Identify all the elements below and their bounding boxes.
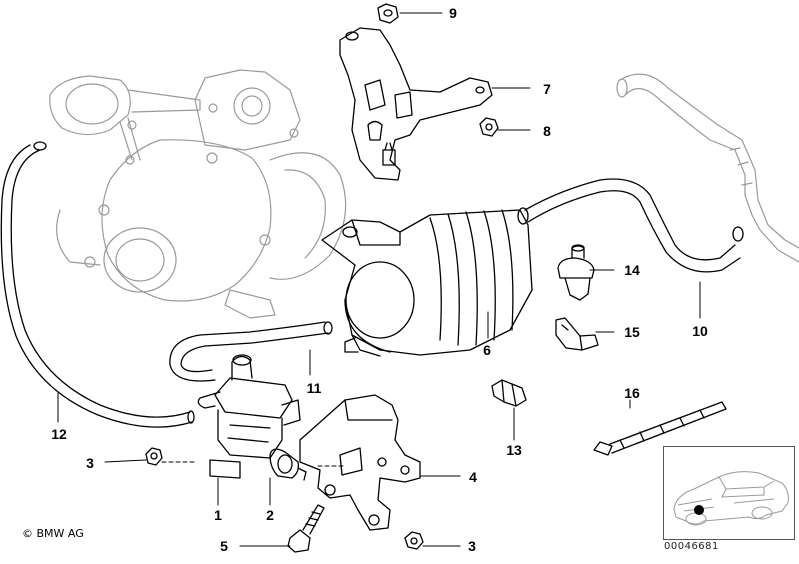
cable-tie-16	[593, 401, 727, 456]
expanding-rivet-14	[557, 244, 595, 301]
vacuum-hose-11	[169, 321, 333, 382]
callout-14: 14	[624, 262, 640, 278]
hose-holder-15	[555, 317, 599, 351]
callout-6: 6	[483, 342, 491, 358]
callout-9: 9	[449, 5, 457, 21]
vacuum-reservoir	[321, 207, 533, 357]
callout-3-bottom: 3	[468, 538, 476, 554]
copyright-notice: © BMW AG	[22, 527, 84, 540]
callout-13: 13	[506, 442, 522, 458]
callout-11: 11	[306, 380, 322, 396]
callout-7: 7	[543, 81, 551, 97]
document-number: 00046681	[664, 541, 719, 552]
callout-15: 15	[624, 324, 640, 340]
callout-1: 1	[214, 507, 222, 523]
turbocharger-illustration	[49, 69, 347, 319]
intake-pipe-illustration	[616, 73, 799, 263]
callout-4: 4	[469, 469, 477, 485]
nut-3-left	[145, 447, 163, 466]
callout-5: 5	[220, 538, 228, 554]
car-silhouette-icon	[673, 471, 789, 526]
vehicle-locator-inset	[663, 446, 795, 540]
location-marker-icon	[694, 505, 704, 515]
nut-3-bottom	[404, 531, 424, 550]
leader-lines	[57, 12, 701, 547]
callout-3-left: 3	[86, 455, 94, 471]
pressure-converter	[197, 354, 301, 479]
hose-clip-13	[491, 379, 527, 407]
callout-8: 8	[543, 123, 551, 139]
vacuum-hose-12	[0, 141, 195, 428]
nut-8	[479, 117, 499, 137]
callout-12: 12	[51, 426, 67, 442]
rubber-mount	[269, 448, 307, 481]
vacuum-hose-10	[524, 178, 744, 273]
callout-2: 2	[266, 507, 274, 523]
bracket-4	[299, 394, 421, 531]
bracket-7	[339, 27, 493, 181]
callout-16: 16	[624, 385, 640, 401]
bolt-5	[287, 504, 325, 553]
callout-10: 10	[692, 323, 708, 339]
nut-9	[377, 3, 399, 24]
